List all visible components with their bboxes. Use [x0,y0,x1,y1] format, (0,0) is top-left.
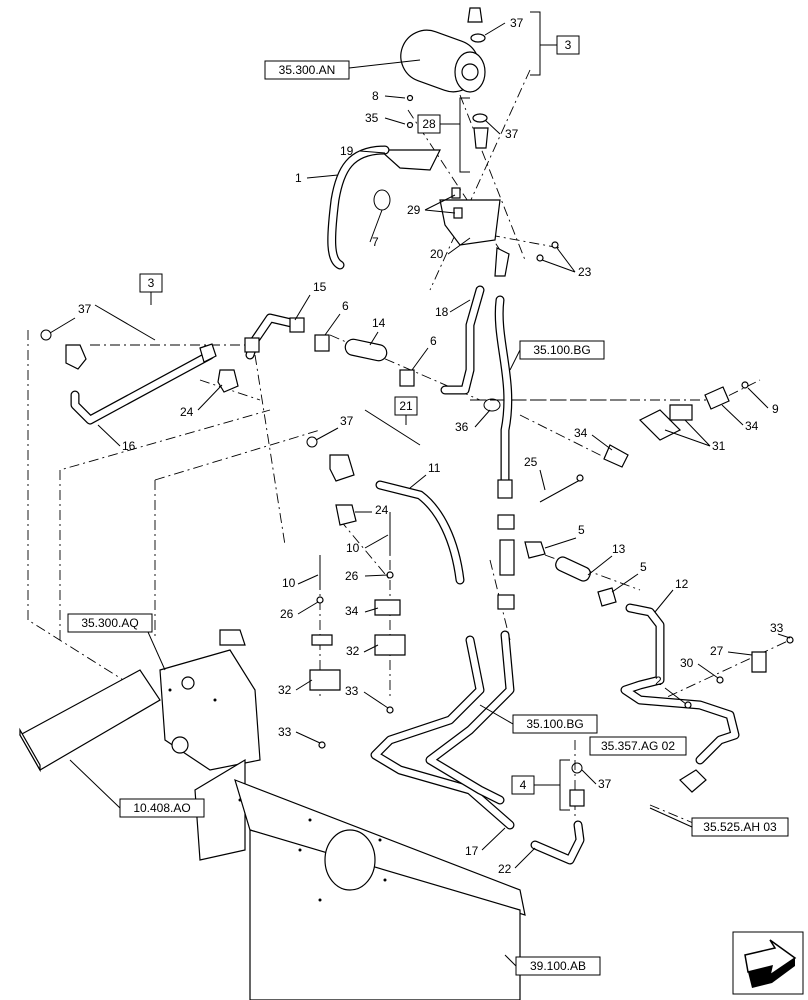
machine-frame [19,629,526,1000]
callout-37-bottom: 37 [598,777,612,791]
callout-33-mid: 33 [345,684,359,698]
tube-12 [524,541,794,793]
callout-6-top: 6 [342,299,349,313]
hose-1 [327,145,391,270]
hose-17 [370,630,585,865]
hose-11 [306,436,465,585]
tube-18 [440,285,501,412]
callout-32-right: 32 [346,644,360,658]
ref-35-357-ag-02[interactable]: 35.357.AG 02 [601,739,675,753]
callout-29: 29 [407,203,421,217]
connection-lines [27,69,791,831]
callout-22: 22 [498,862,512,876]
callout-30: 30 [680,656,694,670]
callout-15: 15 [313,280,327,294]
accumulator-assembly [400,7,489,149]
callout-36: 36 [455,420,469,434]
tube-15-14 [244,313,415,387]
item-callouts: 37 8 35 37 19 1 29 7 20 23 37 15 6 14 18… [49,16,791,876]
callout-27: 27 [710,644,724,658]
callout-31: 31 [712,439,726,453]
callout-14: 14 [372,316,386,330]
callout-37-top: 37 [510,16,524,30]
ref-35-300-aq[interactable]: 35.300.AQ [81,616,138,630]
callout-23: 23 [578,265,592,279]
callout-18: 18 [435,305,449,319]
callout-9: 9 [772,402,779,416]
ref-35-100-bg-top[interactable]: 35.100.BG [533,343,590,357]
callout-34-left: 34 [574,426,588,440]
callout-17: 17 [465,844,479,858]
ref-35-300-an[interactable]: 35.300.AN [279,63,336,77]
callout-24-top: 24 [180,405,194,419]
callout-13: 13 [612,542,626,556]
callout-33-left: 33 [278,725,292,739]
callout-19: 19 [340,144,354,158]
reference-boxes: 35.300.AN 35.100.BG 35.300.AQ 10.408.AO … [67,59,789,976]
callout-6-mid: 6 [430,334,437,348]
callout-26-right: 26 [345,569,359,583]
ref-10-408-ao[interactable]: 10.408.AO [133,801,190,815]
callout-20: 20 [430,247,444,261]
callout-1: 1 [295,171,302,185]
callout-16: 16 [122,439,136,453]
boxed-item-28: 28 [422,117,436,131]
callout-5-right: 5 [640,560,647,574]
ref-39-100-ab[interactable]: 39.100.AB [530,959,586,973]
ref-35-525-ah-03[interactable]: 35.525.AH 03 [703,820,777,834]
vertical-hose [494,295,515,610]
callout-11: 11 [428,461,441,475]
callout-35: 35 [365,111,379,125]
boxed-item-4: 4 [520,778,527,792]
clamp-bracket-31 [539,381,749,503]
callout-34-bottom: 34 [345,604,359,618]
boxed-item-21: 21 [399,399,413,413]
callout-34-right: 34 [745,419,759,433]
callout-2: 2 [655,674,662,688]
callout-8: 8 [372,89,379,103]
tube-16 [40,329,239,425]
clamps-32 [309,512,406,749]
callout-12: 12 [675,577,689,591]
ref-35-100-bg-bottom[interactable]: 35.100.BG [526,717,583,731]
callout-37-right: 37 [505,127,519,141]
callout-37-mid: 37 [340,414,354,428]
callout-33-right: 33 [770,621,784,635]
callout-26-left: 26 [280,607,294,621]
boxed-item-3-top: 3 [565,38,572,52]
callout-25: 25 [524,455,538,469]
callout-24-bottom: 24 [375,503,389,517]
callout-5-top: 5 [578,523,585,537]
boxed-item-3-left: 3 [148,276,155,290]
mounting-bracket [378,94,559,277]
next-page-arrow-icon[interactable] [732,931,804,995]
boxed-numbers: 3 28 3 21 4 [94,11,580,811]
callout-32-left: 32 [278,683,292,697]
callout-7: 7 [372,235,379,249]
callout-37-left: 37 [78,302,92,316]
callout-10-left: 10 [282,576,296,590]
callout-10-right: 10 [346,541,360,555]
